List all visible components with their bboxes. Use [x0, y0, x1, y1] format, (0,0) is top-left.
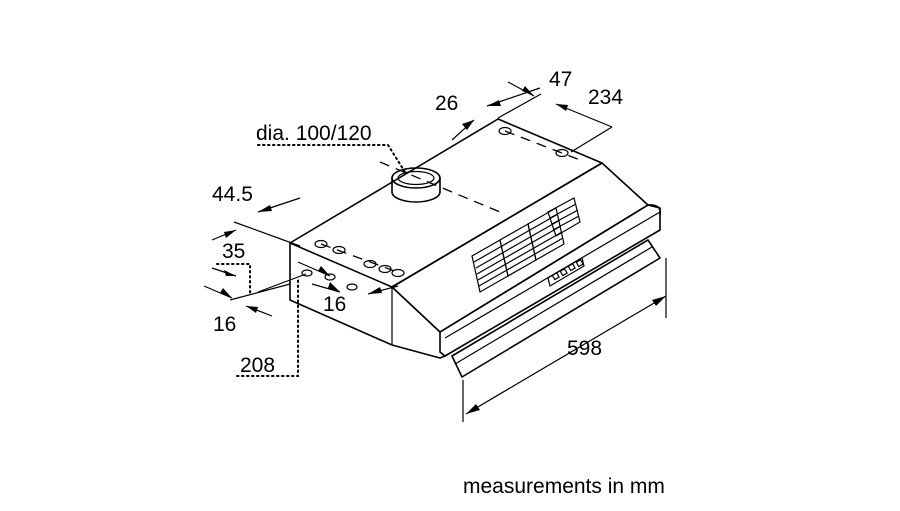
- label-16-left: 16: [213, 313, 236, 336]
- control-buttons: [547, 257, 585, 287]
- measurements-note: measurements in mm: [463, 475, 665, 498]
- label-208: 208: [240, 354, 275, 377]
- vent-grilles: [471, 197, 581, 293]
- dimension-lines: [203, 81, 667, 422]
- hood-front-slope: [391, 162, 649, 333]
- dotted-leaders: [216, 144, 406, 377]
- mounting-holes: [301, 126, 569, 291]
- hood-front-strip: [439, 204, 661, 357]
- hood-body: [289, 118, 662, 378]
- label-598: 598: [567, 337, 602, 360]
- label-44-5: 44.5: [212, 183, 253, 206]
- label-diameter: dia. 100/120: [256, 122, 372, 145]
- center-lines: [320, 130, 581, 274]
- label-234: 234: [588, 86, 623, 109]
- dimension-labels: dia. 100/120 26 47 234 44.5 35 16 16 208…: [212, 68, 623, 377]
- exhaust-collar: [391, 167, 441, 203]
- label-26: 26: [435, 92, 458, 115]
- label-35: 35: [222, 240, 245, 263]
- label-47: 47: [549, 68, 572, 91]
- hood-visor: [451, 239, 661, 378]
- label-16-mid: 16: [323, 293, 346, 316]
- hood-left-side: [289, 243, 393, 346]
